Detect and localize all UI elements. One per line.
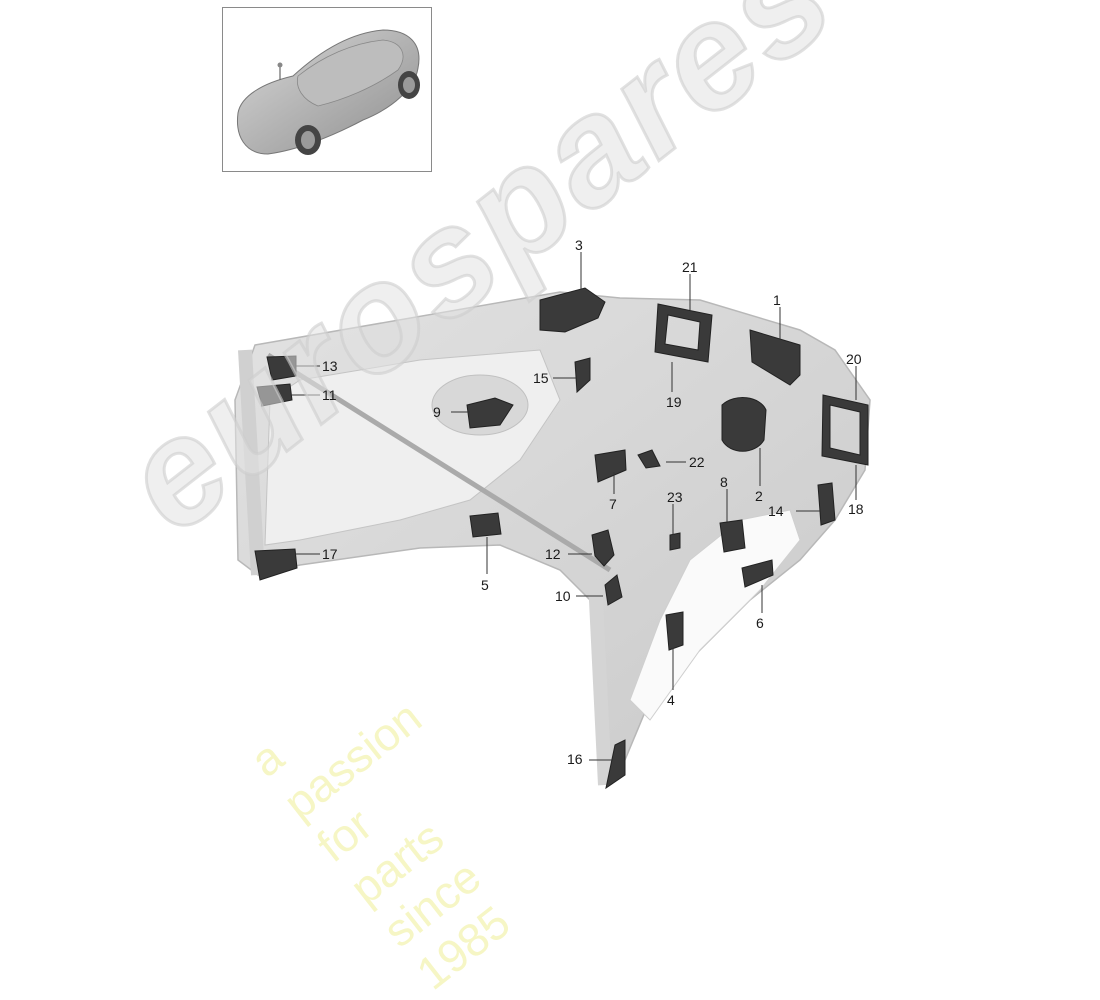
part-23 — [669, 532, 681, 551]
callout-21[interactable]: 21 — [682, 259, 698, 275]
part-1 — [749, 329, 801, 386]
part-8 — [719, 519, 746, 553]
part-5 — [469, 512, 502, 538]
part-20-18 — [821, 394, 869, 466]
callout-14[interactable]: 14 — [768, 503, 784, 519]
part-4 — [665, 611, 684, 651]
parts-diagram — [234, 252, 871, 790]
car-overview-icon — [236, 29, 420, 155]
callout-18[interactable]: 18 — [848, 501, 864, 517]
callout-4[interactable]: 4 — [667, 692, 675, 708]
callout-9[interactable]: 9 — [433, 404, 441, 420]
part-2 — [721, 397, 767, 452]
part-15 — [574, 357, 591, 394]
part-7 — [594, 449, 627, 483]
callout-6[interactable]: 6 — [756, 615, 764, 631]
part-12 — [591, 529, 615, 567]
callout-3[interactable]: 3 — [575, 237, 583, 253]
part-11 — [256, 383, 293, 407]
part-21-19 — [654, 303, 713, 363]
callout-20[interactable]: 20 — [846, 351, 862, 367]
callout-10[interactable]: 10 — [555, 588, 571, 604]
part-9 — [466, 397, 514, 429]
part-22 — [637, 449, 661, 469]
callout-1[interactable]: 1 — [773, 292, 781, 308]
callout-11[interactable]: 11 — [322, 387, 337, 403]
part-13 — [266, 355, 297, 381]
part-16 — [605, 739, 626, 790]
overview-thumbnail — [222, 7, 432, 172]
callout-22[interactable]: 22 — [689, 454, 705, 470]
callout-13[interactable]: 13 — [322, 358, 338, 374]
callout-12[interactable]: 12 — [545, 546, 561, 562]
callout-5[interactable]: 5 — [481, 577, 489, 593]
callout-8[interactable]: 8 — [720, 474, 728, 490]
part-3 — [539, 287, 606, 333]
callout-16[interactable]: 16 — [567, 751, 583, 767]
part-17 — [254, 548, 298, 581]
part-14 — [817, 482, 836, 526]
part-10 — [604, 574, 623, 606]
callout-17[interactable]: 17 — [322, 546, 338, 562]
callout-2[interactable]: 2 — [755, 488, 763, 504]
part-6 — [741, 559, 774, 588]
callout-19[interactable]: 19 — [666, 394, 682, 410]
callout-7[interactable]: 7 — [609, 496, 617, 512]
callout-15[interactable]: 15 — [533, 370, 549, 386]
callout-23[interactable]: 23 — [667, 489, 683, 505]
